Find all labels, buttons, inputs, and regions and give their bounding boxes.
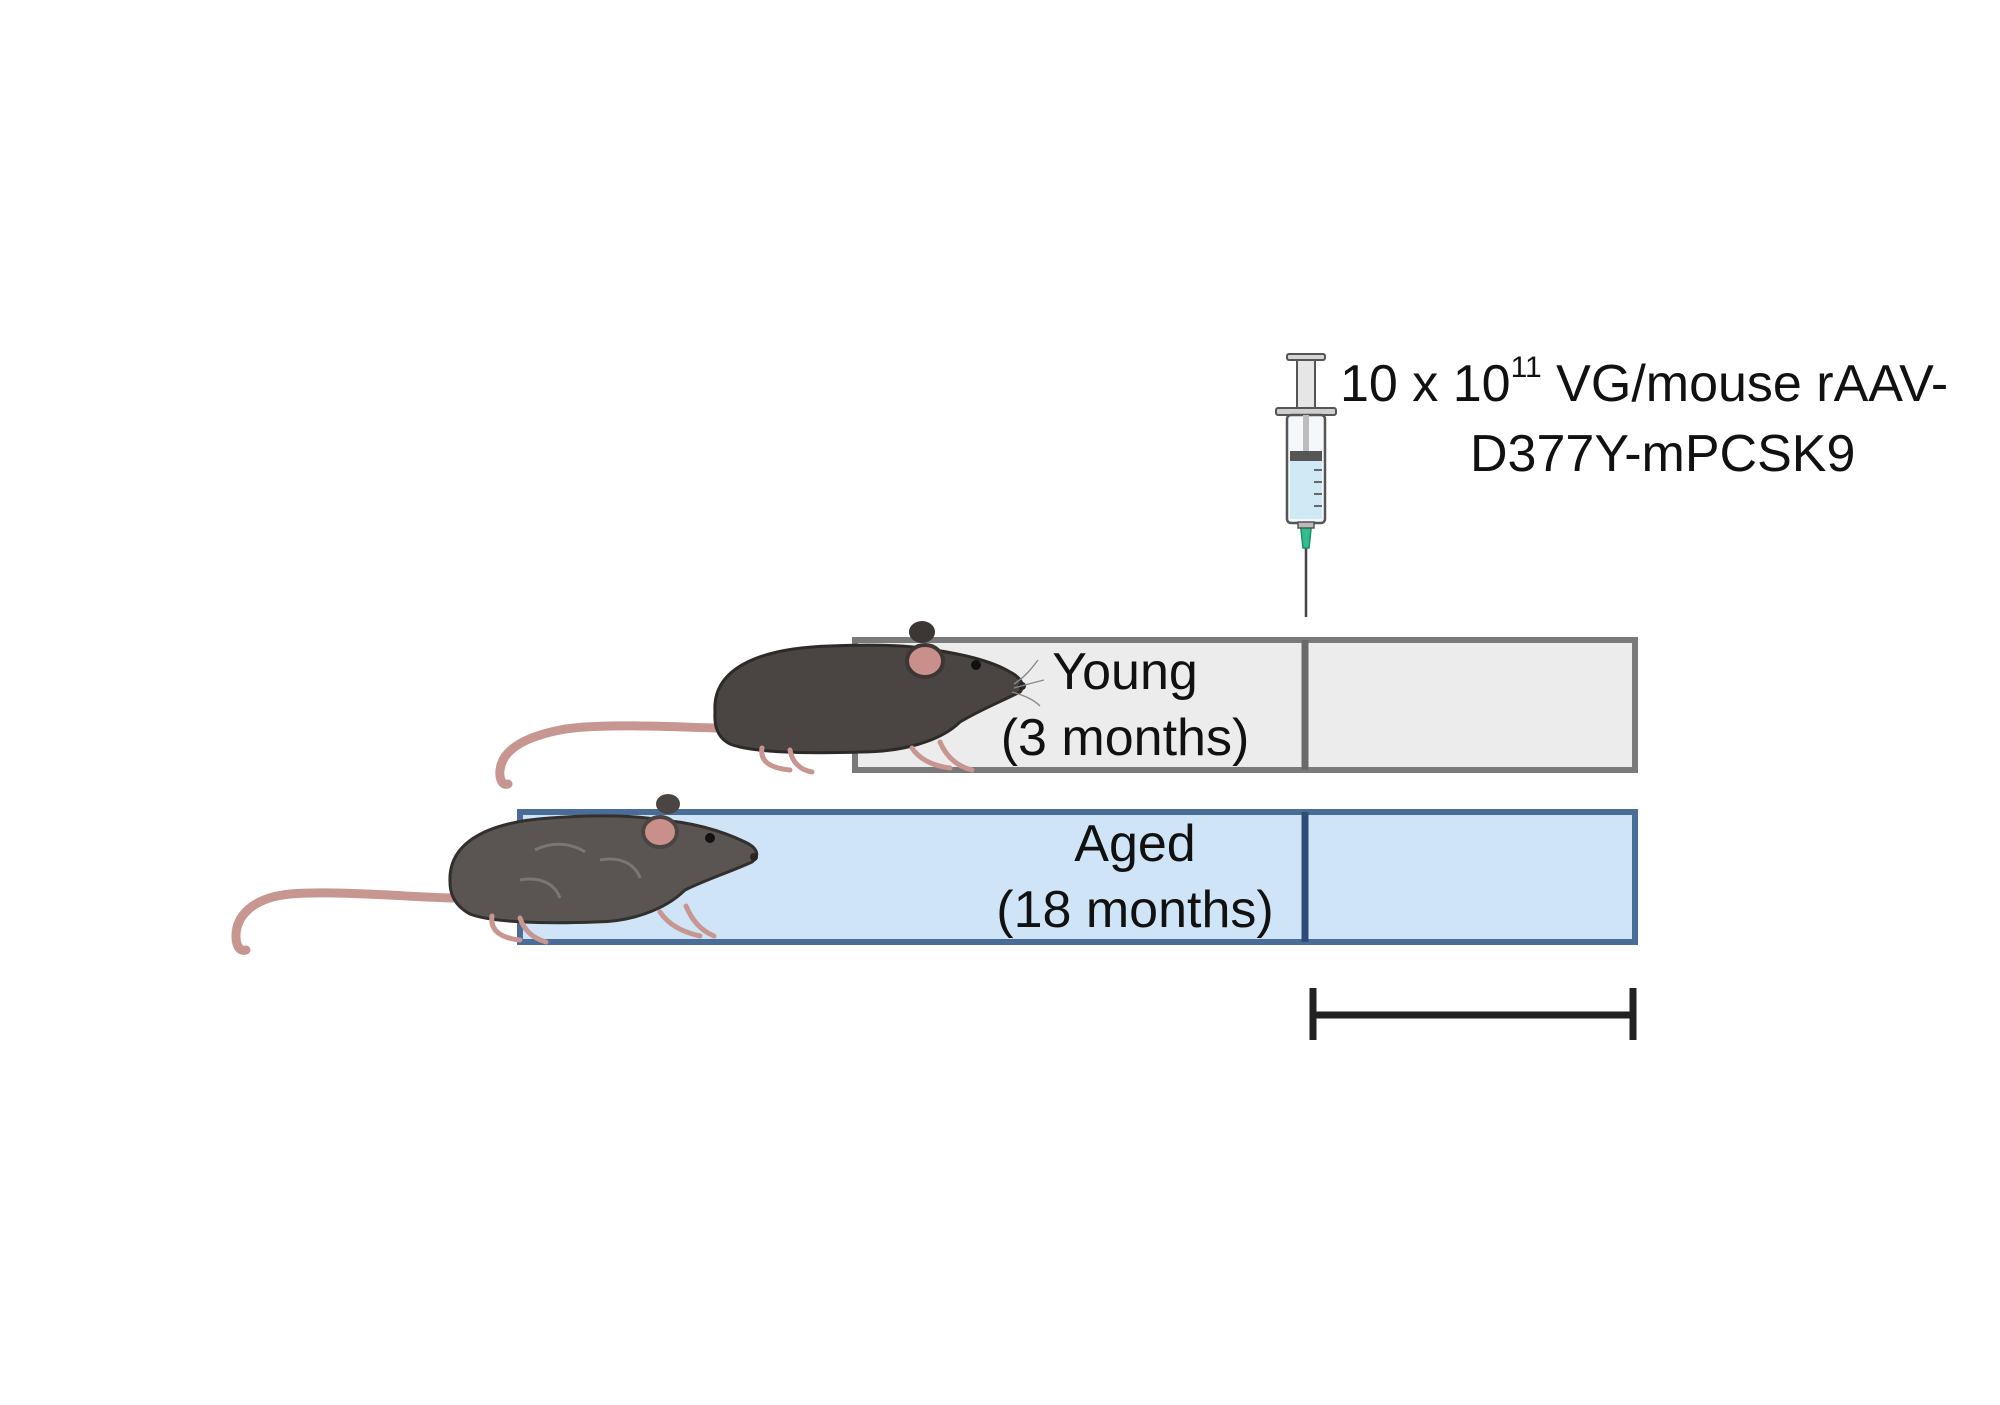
injection-dose-label: 10 x 1011 VG/mouse rAAV- (1340, 352, 1949, 413)
aged-group-label: Aged (1074, 815, 1196, 873)
dose-suffix: VG/mouse rAAV- (1541, 355, 1949, 413)
scale-bar (1309, 988, 1637, 1040)
young-group-label: Young (1052, 643, 1198, 701)
young-mouse-illustration (495, 621, 1045, 789)
dose-prefix: 10 x 10 (1340, 355, 1511, 413)
injection-vector-label: D377Y-mPCSK9 (1470, 425, 1856, 483)
aged-group-age: (18 months) (996, 881, 1274, 939)
young-group-age: (3 months) (1000, 709, 1250, 767)
dose-exponent: 11 (1510, 350, 1542, 384)
syringe-icon (1275, 353, 1337, 617)
aged-mouse-illustration (231, 794, 759, 955)
